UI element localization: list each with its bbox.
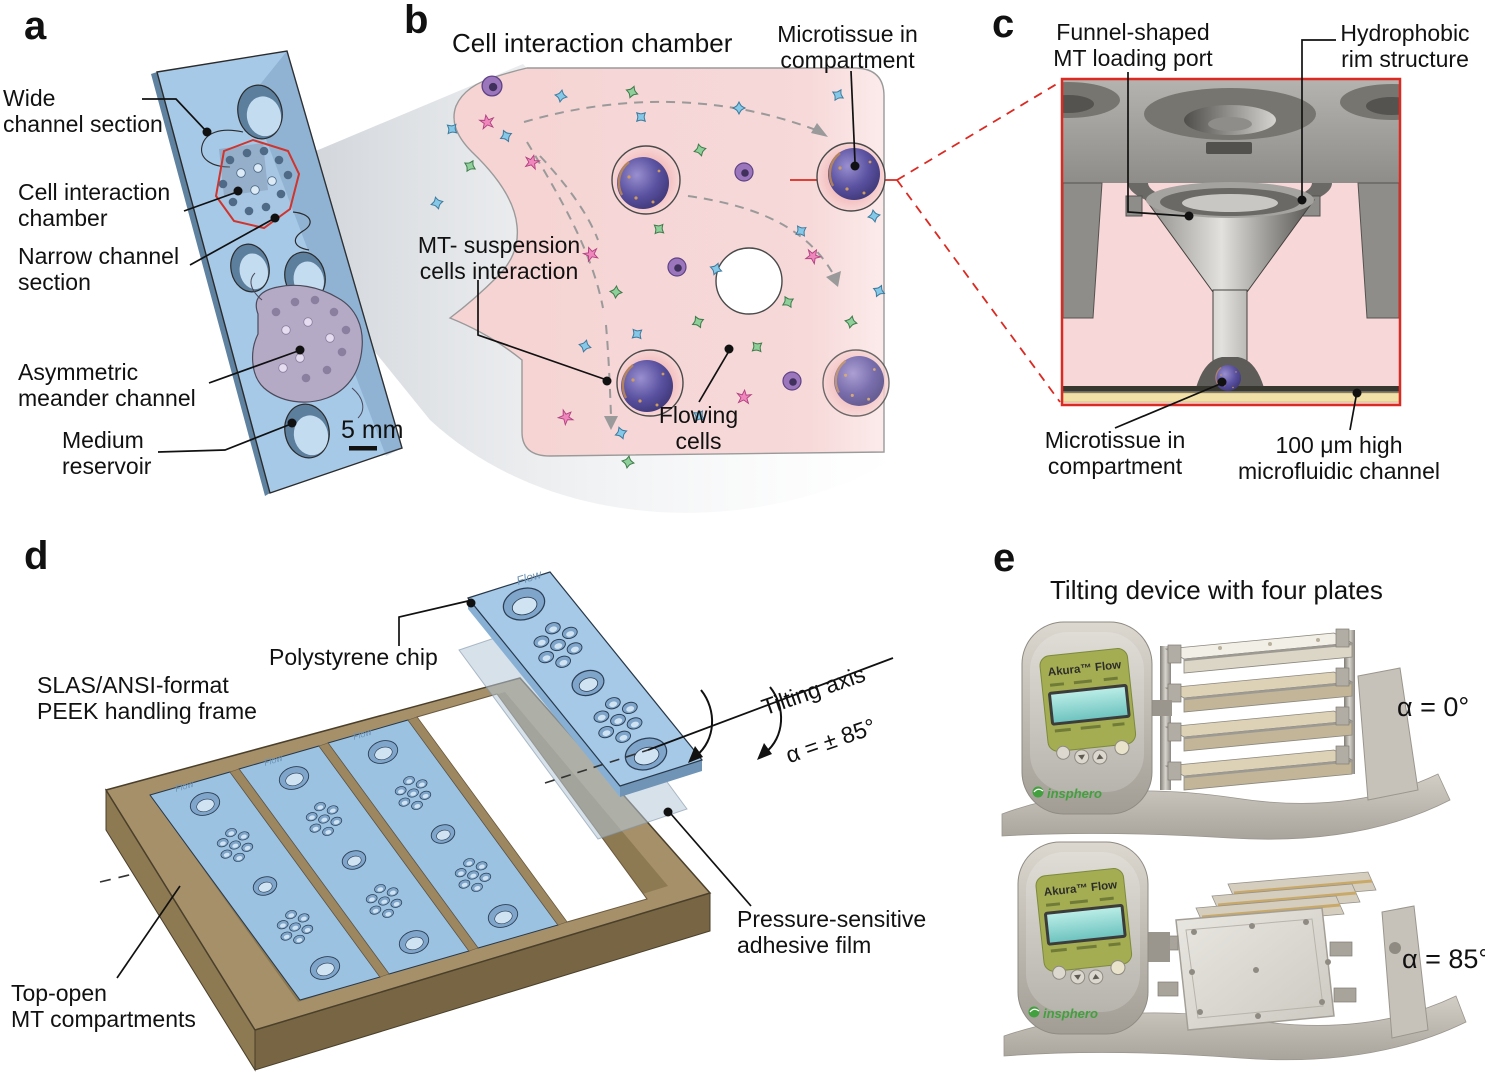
panel-b-chamber-illustration xyxy=(429,67,1061,470)
label-funnel-loading-port: Funnel-shaped MT loading port xyxy=(1053,19,1213,72)
panel-tag-c: c xyxy=(992,2,1015,46)
panel-tag-a: a xyxy=(24,4,47,48)
wide-channel-outline xyxy=(201,129,244,168)
label-narrow-channel: Narrow channel section xyxy=(18,243,180,296)
tilted-plate-stack xyxy=(1157,871,1377,1031)
panel-a-leader-lines xyxy=(142,98,299,453)
adhesive-film-layer xyxy=(1063,392,1399,403)
panel-c-leader-lines xyxy=(1114,39,1357,431)
label-wide-channel: Wide channel section xyxy=(3,85,163,138)
label-alpha-0: α = 0° xyxy=(1397,692,1470,722)
label-microtissue-compartment-b: Microtissue in compartment xyxy=(777,21,918,74)
tilting-device-photo-0deg xyxy=(1001,621,1451,840)
label-microfluidic-channel: 100 μm high microfluidic channel xyxy=(1238,432,1440,485)
frame-chips: Flow Flow Flow xyxy=(149,693,648,1001)
device-base xyxy=(1003,995,1467,1061)
panel-b-title: Cell interaction chamber xyxy=(452,28,733,58)
support-arm xyxy=(1357,667,1419,801)
panel-d-frame-illustration: Flow Flow Flow Flow xyxy=(99,567,894,1072)
tilting-device-photo-85deg xyxy=(1003,841,1467,1061)
loading-port-hole xyxy=(715,247,783,315)
rotation-arrows xyxy=(695,686,782,757)
label-flowing-cells: Flowing cells xyxy=(658,402,739,455)
tilting-axis-line xyxy=(647,657,894,751)
panel-tag-d: d xyxy=(24,534,49,578)
label-hydrophobic-rim: Hydrophobic rim structure xyxy=(1340,20,1470,73)
chamber-compartment-dots xyxy=(218,146,293,216)
label-asymmetric-meander: Asymmetric meander channel xyxy=(18,359,196,412)
plate-stack xyxy=(1164,628,1354,791)
support-arm xyxy=(1381,905,1429,1039)
panel-c-funnel-cross-section xyxy=(1060,39,1402,431)
label-alpha-85: α = 85° xyxy=(1402,944,1485,974)
narrow-channel-outline xyxy=(292,211,311,251)
panel-b-leader-lines xyxy=(477,70,856,403)
microtissue-in-compartment xyxy=(1214,364,1242,392)
flow-arrows xyxy=(523,100,833,417)
label-mt-suspension: MT- suspension cells interaction xyxy=(417,232,581,285)
panel-d-leader-lines xyxy=(116,600,752,979)
right-wall xyxy=(1357,182,1399,319)
cell-interaction-chamber-shape xyxy=(448,67,885,457)
panel-tag-b: b xyxy=(404,0,429,42)
polystyrene-chip: Flow xyxy=(466,567,704,797)
zoom-box-outline xyxy=(1060,77,1402,407)
label-polystyrene-chip: Polystyrene chip xyxy=(269,644,438,670)
label-top-open-compartments: Top-open MT compartments xyxy=(11,980,196,1033)
hydrophobic-rim-left xyxy=(1125,195,1143,217)
label-microtissue-compartment-c: Microtissue in compartment xyxy=(1044,427,1186,480)
left-wall xyxy=(1063,182,1103,319)
label-cell-interaction-chamber: Cell interaction chamber xyxy=(18,179,171,232)
label-slas-frame: SLAS/ANSI-format PEEK handling frame xyxy=(37,672,257,725)
panel-tag-e: e xyxy=(993,536,1016,580)
scale-bar xyxy=(349,446,377,451)
panel-e-title: Tilting device with four plates xyxy=(1050,575,1383,605)
label-medium-reservoir: Medium reservoir xyxy=(62,427,152,480)
device-base xyxy=(1001,773,1451,840)
medium-reservoir-holes xyxy=(230,84,330,459)
label-adhesive-film: Pressure-sensitive adhesive film xyxy=(737,906,927,959)
microtissue-compartments xyxy=(611,142,890,417)
scale-bar-label: 5 mm xyxy=(341,416,404,444)
zoom-link-dashes xyxy=(896,81,1061,403)
meander-channel xyxy=(252,284,363,403)
